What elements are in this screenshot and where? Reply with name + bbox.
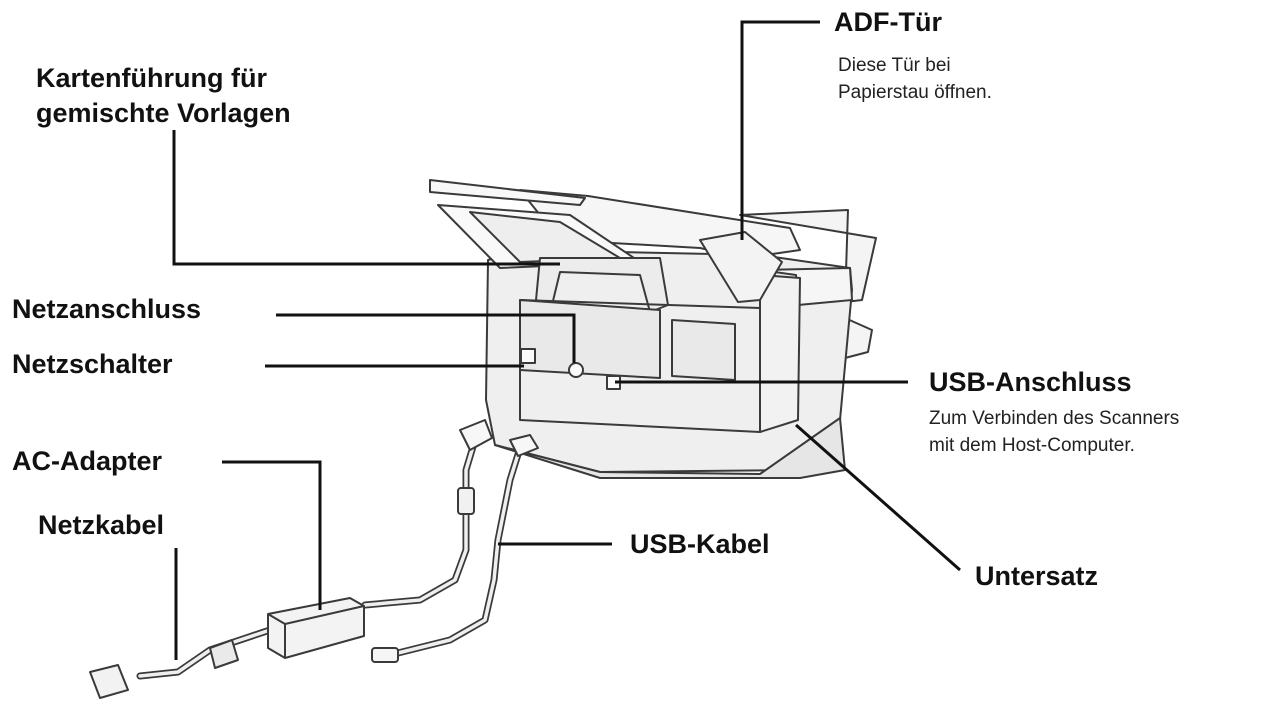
- power-jack-shape: [568, 362, 584, 378]
- adf-door-desc-line2: Papierstau öffnen.: [838, 82, 992, 103]
- adf-door-label: ADF-Tür: [834, 7, 942, 37]
- adf-door-desc-line1: Diese Tür bei: [838, 55, 951, 76]
- usb-port-desc-line1: Zum Verbinden des Scanners: [929, 408, 1180, 429]
- rear-tray: [739, 209, 877, 303]
- ac-adapter-leader: [222, 460, 322, 610]
- base-label: Untersatz: [975, 561, 1099, 591]
- card-guide-label-line2: gemischte Vorlagen: [36, 98, 291, 128]
- ac-adapter-shape: [267, 597, 365, 659]
- usb-port-desc-line2: mit dem Host-Computer.: [929, 435, 1135, 456]
- power-jack-leader: [276, 313, 576, 363]
- power-cord-label: Netzkabel: [38, 510, 165, 540]
- power-switch-label: Netzschalter: [12, 349, 173, 379]
- paper-guide: [429, 179, 586, 206]
- power-jack-label: Netzanschluss: [12, 294, 202, 324]
- usb-port-label: USB-Anschluss: [929, 367, 1132, 397]
- base-block: [494, 417, 846, 479]
- power-switch-shape: [520, 348, 536, 364]
- adf-door-leader: [740, 20, 820, 240]
- ac-adapter-label: AC-Adapter: [12, 446, 163, 476]
- card-guide-label-line1: Kartenführung für: [36, 63, 267, 93]
- usb-cable-label: USB-Kabel: [630, 529, 770, 559]
- card-guide-leader: [172, 130, 560, 266]
- base-leader: [795, 423, 961, 572]
